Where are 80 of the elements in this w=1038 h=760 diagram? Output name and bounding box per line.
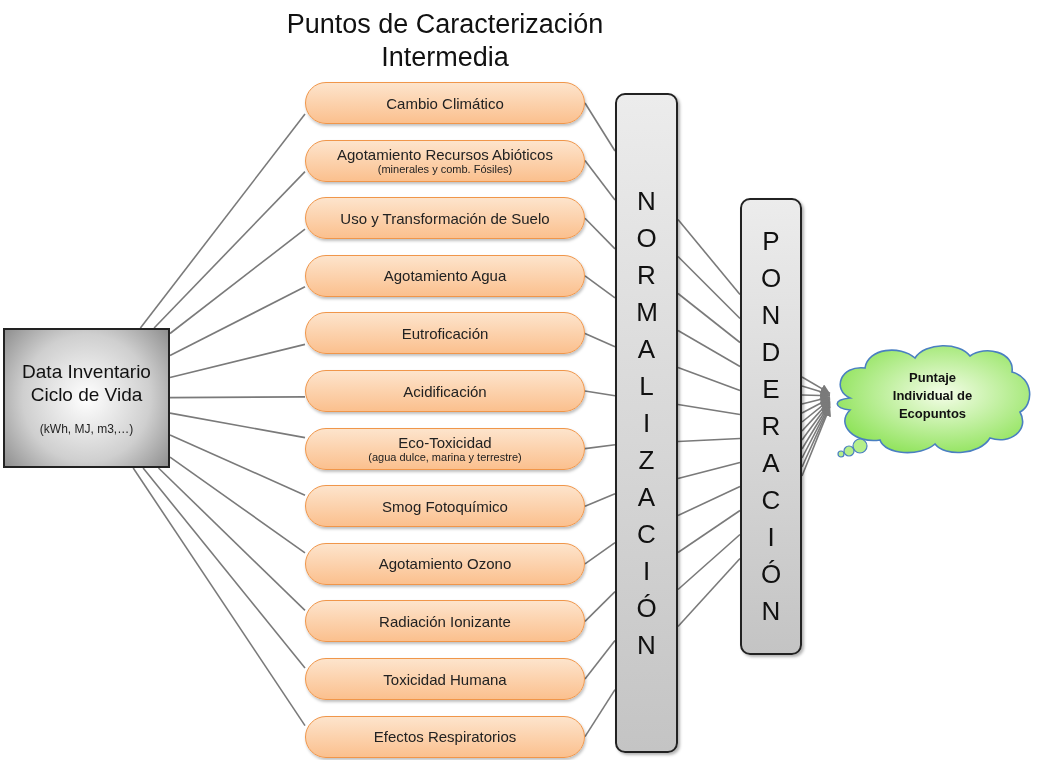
category-pill <box>305 139 585 182</box>
category-pill <box>305 658 585 700</box>
category-pill <box>305 600 585 643</box>
stage-bar <box>615 93 678 753</box>
pill-label: Uso y Transformación de Suelo <box>340 209 550 227</box>
connector-line <box>677 557 741 628</box>
connector-line <box>677 218 741 296</box>
connector-line <box>584 639 616 680</box>
box-subtitle: (kWh, MJ, m3,…) <box>39 422 134 436</box>
arrow <box>801 398 831 423</box>
pill-label: Efectos Respiratorios <box>373 728 517 746</box>
connector-line <box>584 217 616 250</box>
connector-line <box>584 541 616 565</box>
pill-label: Toxicidad Humana <box>383 670 507 688</box>
connector-line <box>677 461 741 480</box>
connector-line <box>169 456 306 554</box>
connector-line <box>584 159 616 201</box>
arrow <box>801 397 831 414</box>
connector-line <box>584 444 616 450</box>
connector-line <box>169 228 306 335</box>
connector-line <box>677 403 741 416</box>
arrow <box>801 401 831 441</box>
pill-label: Acidificación <box>403 382 487 400</box>
box-title: Data Inventario Ciclo de Vida <box>21 360 152 406</box>
pill-label: Cambio Climático <box>386 94 504 112</box>
connector-line <box>677 255 741 320</box>
connector-line <box>157 467 306 612</box>
cloud-label: Puntaje Individual de Ecopuntos <box>891 369 974 423</box>
arrow <box>801 376 831 395</box>
connector-line <box>169 434 306 496</box>
pill-label: Agotamiento Agua <box>383 267 507 285</box>
connector-line <box>142 467 306 669</box>
pill-label: Smog Fotoquímico <box>382 497 508 515</box>
category-pill <box>305 542 585 585</box>
arrow <box>801 402 831 450</box>
connector-line <box>139 113 306 329</box>
category-pill <box>305 82 585 124</box>
connector-line <box>132 467 306 727</box>
arrow <box>801 385 831 397</box>
pill-label: Agotamiento Ozono <box>378 555 512 573</box>
pill-label: Eco-Toxicidad <box>398 434 492 452</box>
connector-line <box>169 343 306 379</box>
pill-note: (minerales y comb. Fósiles) <box>377 163 513 176</box>
connector-line <box>584 492 616 507</box>
connector-line <box>584 688 616 738</box>
pill-label: Eutroficación <box>401 324 489 342</box>
connector-line <box>584 275 616 299</box>
data-box <box>3 328 170 468</box>
pill-note: (agua dulce, marina y terrestre) <box>368 451 522 464</box>
connector-line <box>584 332 616 348</box>
connector-line <box>169 286 306 357</box>
diagram-title: Puntos de Caracterización Intermedia <box>285 8 605 74</box>
connector-line <box>677 366 741 392</box>
connector-line <box>584 390 616 397</box>
arrow <box>801 399 831 432</box>
category-pill <box>305 427 585 470</box>
connector-line <box>677 509 741 554</box>
pill-label: Agotamiento Recursos Abióticos <box>337 146 553 164</box>
arrow <box>801 394 831 405</box>
stage-bar <box>740 198 802 655</box>
connector-line <box>677 292 741 344</box>
connector-line <box>677 437 741 443</box>
category-pill <box>305 715 585 758</box>
pill-label: Radiación Ionizante <box>379 612 511 630</box>
connector-line <box>169 396 306 399</box>
category-pill <box>305 254 585 297</box>
bar-label: NORMALIZACIÓN <box>636 184 657 662</box>
connector-line <box>677 533 741 591</box>
connector-line <box>677 329 741 368</box>
connector-line <box>584 590 616 623</box>
connector-line <box>153 170 306 329</box>
category-pill <box>305 370 585 412</box>
arrow <box>801 403 831 459</box>
category-pill <box>305 485 585 528</box>
connector-line <box>169 412 306 439</box>
bar-label: PONDERACIÓN <box>760 225 782 628</box>
connector-line <box>677 485 741 517</box>
connector-line <box>584 102 616 152</box>
category-pill <box>305 312 585 355</box>
category-pill <box>305 197 585 240</box>
